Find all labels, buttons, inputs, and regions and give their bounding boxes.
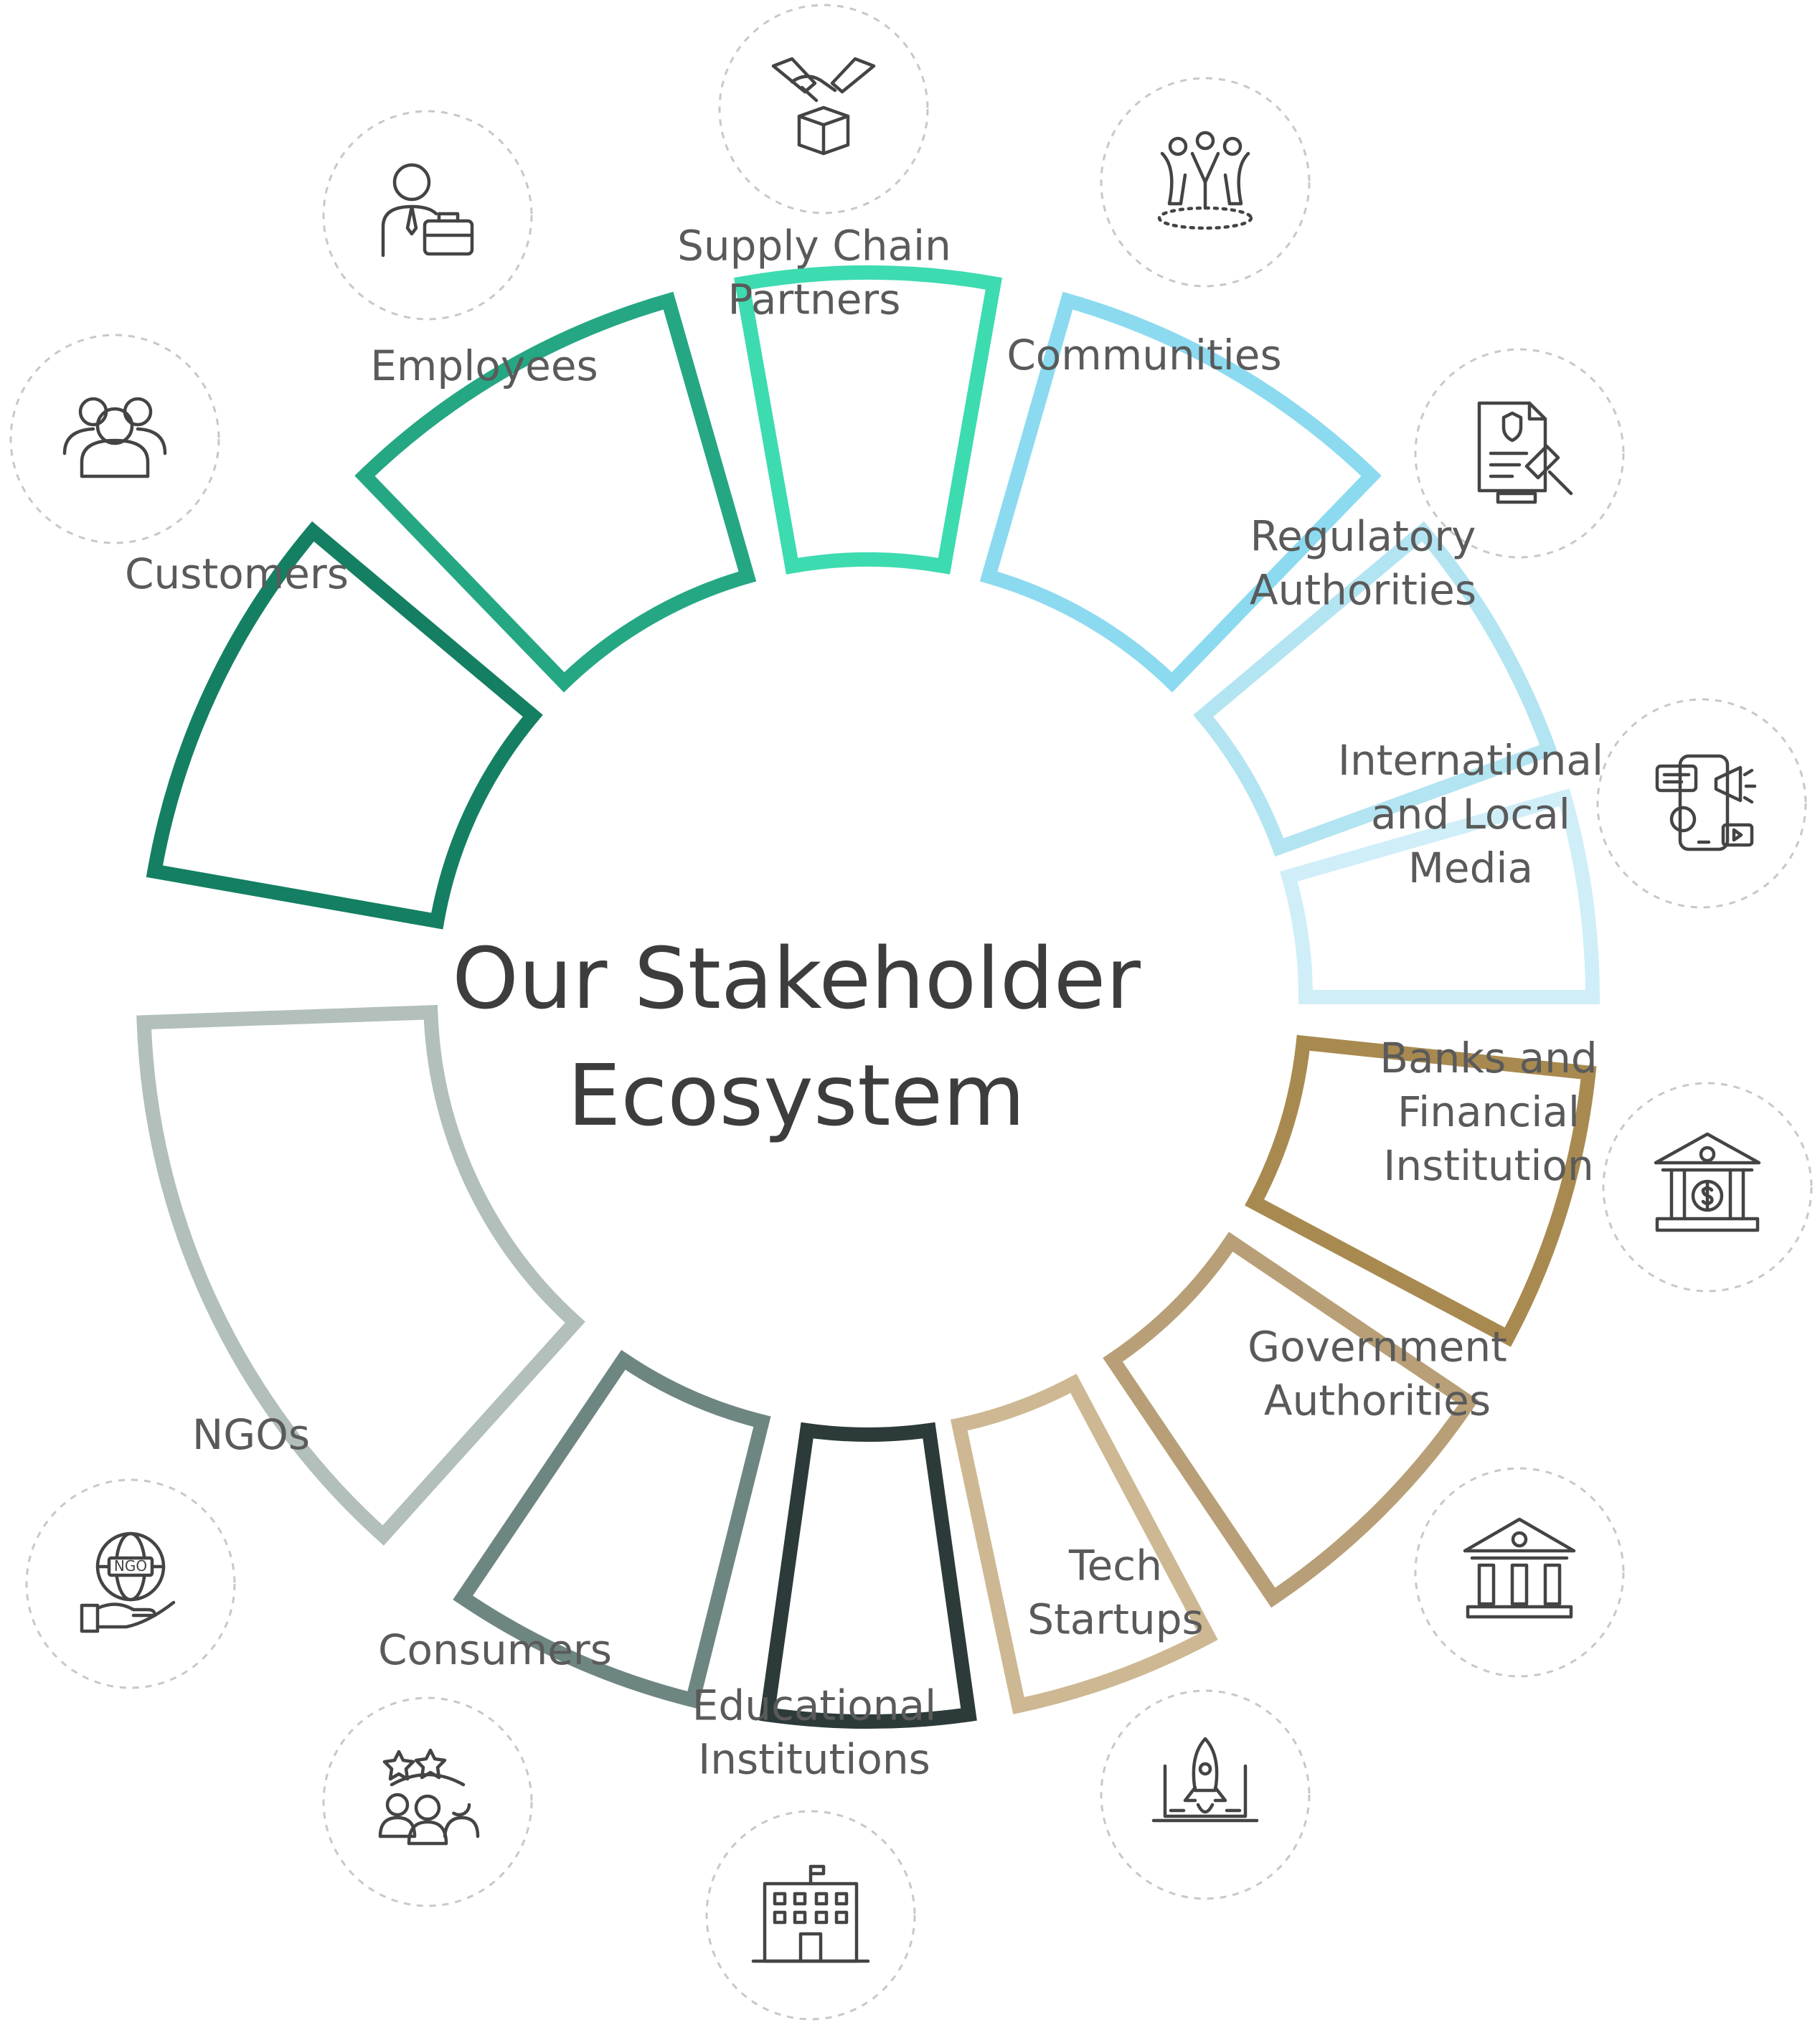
segment-label-line: and Local (1371, 790, 1570, 839)
icon-badge (1414, 1467, 1625, 1678)
segment-9 (950, 1374, 1218, 1714)
employee-briefcase-icon (322, 110, 533, 321)
segment-label-line: Educational (692, 1681, 936, 1730)
segment-label-line: Financial (1397, 1087, 1580, 1136)
segment-label-line: Banks and (1380, 1034, 1597, 1082)
segment-12 (136, 1004, 585, 1546)
segment-label-line: Customers (125, 549, 349, 598)
ngo-icon-text: NGO (114, 1557, 147, 1575)
segment-label-12: NGOs (192, 1410, 310, 1459)
icon-badge (705, 1810, 916, 2021)
rocket-laptop-icon (1100, 1689, 1311, 1900)
customers-group-icon (9, 334, 220, 544)
community-people-icon-glyph (1157, 131, 1253, 230)
segment-label-line: Partners (727, 275, 900, 324)
diagram-title-line-1: Our Stakeholder (452, 929, 1141, 1028)
community-people-icon (1100, 77, 1311, 288)
ngo-globe-hand-icon-glyph: NGO (80, 1531, 176, 1633)
media-phone-icon-glyph (1655, 754, 1757, 851)
diagram-title-line-2: Ecosystem (567, 1046, 1025, 1145)
ngo-globe-hand-icon: NGO (25, 1478, 236, 1689)
school-building-icon-glyph (751, 1864, 870, 1963)
segment-7 (1245, 1034, 1597, 1347)
segment-label-line: NGOs (192, 1410, 310, 1459)
segment-6 (1280, 788, 1600, 1004)
segment-11 (453, 1349, 771, 1709)
icon-badge (25, 1478, 236, 1689)
icon-badge (1100, 1689, 1311, 1900)
customers-group-icon-glyph (62, 397, 167, 478)
segment-label-line: International (1338, 736, 1603, 785)
segment-label-line: Startups (1027, 1595, 1203, 1644)
segment-8 (1103, 1232, 1479, 1608)
segment-1 (146, 521, 543, 930)
government-building-icon-glyph (1463, 1517, 1576, 1619)
segment-label-line: Employees (370, 341, 598, 390)
school-building-icon (705, 1810, 916, 2021)
segment-label-line: Authorities (1250, 566, 1476, 615)
segment-label-line: Authorities (1264, 1377, 1491, 1425)
segment-label-4: Communities (1006, 331, 1281, 379)
rocket-laptop-icon-glyph (1151, 1737, 1259, 1823)
segment-label-line: Government (1248, 1323, 1507, 1372)
segment-label-2: Employees (370, 341, 598, 390)
segment-label-line: Regulatory (1250, 512, 1476, 561)
bank-dollar-icon (1602, 1082, 1813, 1293)
segment-label-11: Consumers (378, 1625, 612, 1674)
segment-3 (734, 265, 1002, 575)
icons-layer: NGO (9, 4, 1813, 2021)
icon-badge (322, 1696, 533, 1907)
bank-dollar-icon-glyph (1654, 1132, 1761, 1232)
regulation-gavel-icon-glyph (1477, 401, 1573, 504)
segment-label-line: Institution (1383, 1141, 1594, 1190)
segment-2 (354, 291, 757, 693)
segment-label-line: Media (1408, 844, 1533, 892)
government-building-icon (1414, 1467, 1625, 1678)
segment-label-line: Communities (1006, 331, 1281, 379)
segment-label-line: Supply Chain (677, 222, 951, 270)
segment-10 (759, 1422, 977, 1729)
segment-4 (979, 291, 1382, 693)
consumer-ratings-icon (322, 1696, 533, 1907)
segments-layer (136, 265, 1600, 1729)
media-phone-icon (1596, 698, 1807, 909)
segment-label-line: Tech (1068, 1542, 1162, 1590)
handshake-box-icon-glyph (771, 57, 876, 156)
consumer-ratings-icon-glyph (378, 1748, 480, 1846)
icon-badge (1596, 698, 1807, 909)
segment-label-line: Consumers (378, 1625, 612, 1674)
employee-briefcase-icon-glyph (381, 163, 474, 258)
segment-label-line: Institutions (698, 1735, 930, 1784)
segment-label-1: Customers (125, 549, 349, 598)
icon-badge (322, 110, 533, 321)
handshake-box-icon (718, 4, 929, 214)
regulation-gavel-icon (1414, 348, 1625, 559)
segment-5 (1193, 521, 1558, 857)
